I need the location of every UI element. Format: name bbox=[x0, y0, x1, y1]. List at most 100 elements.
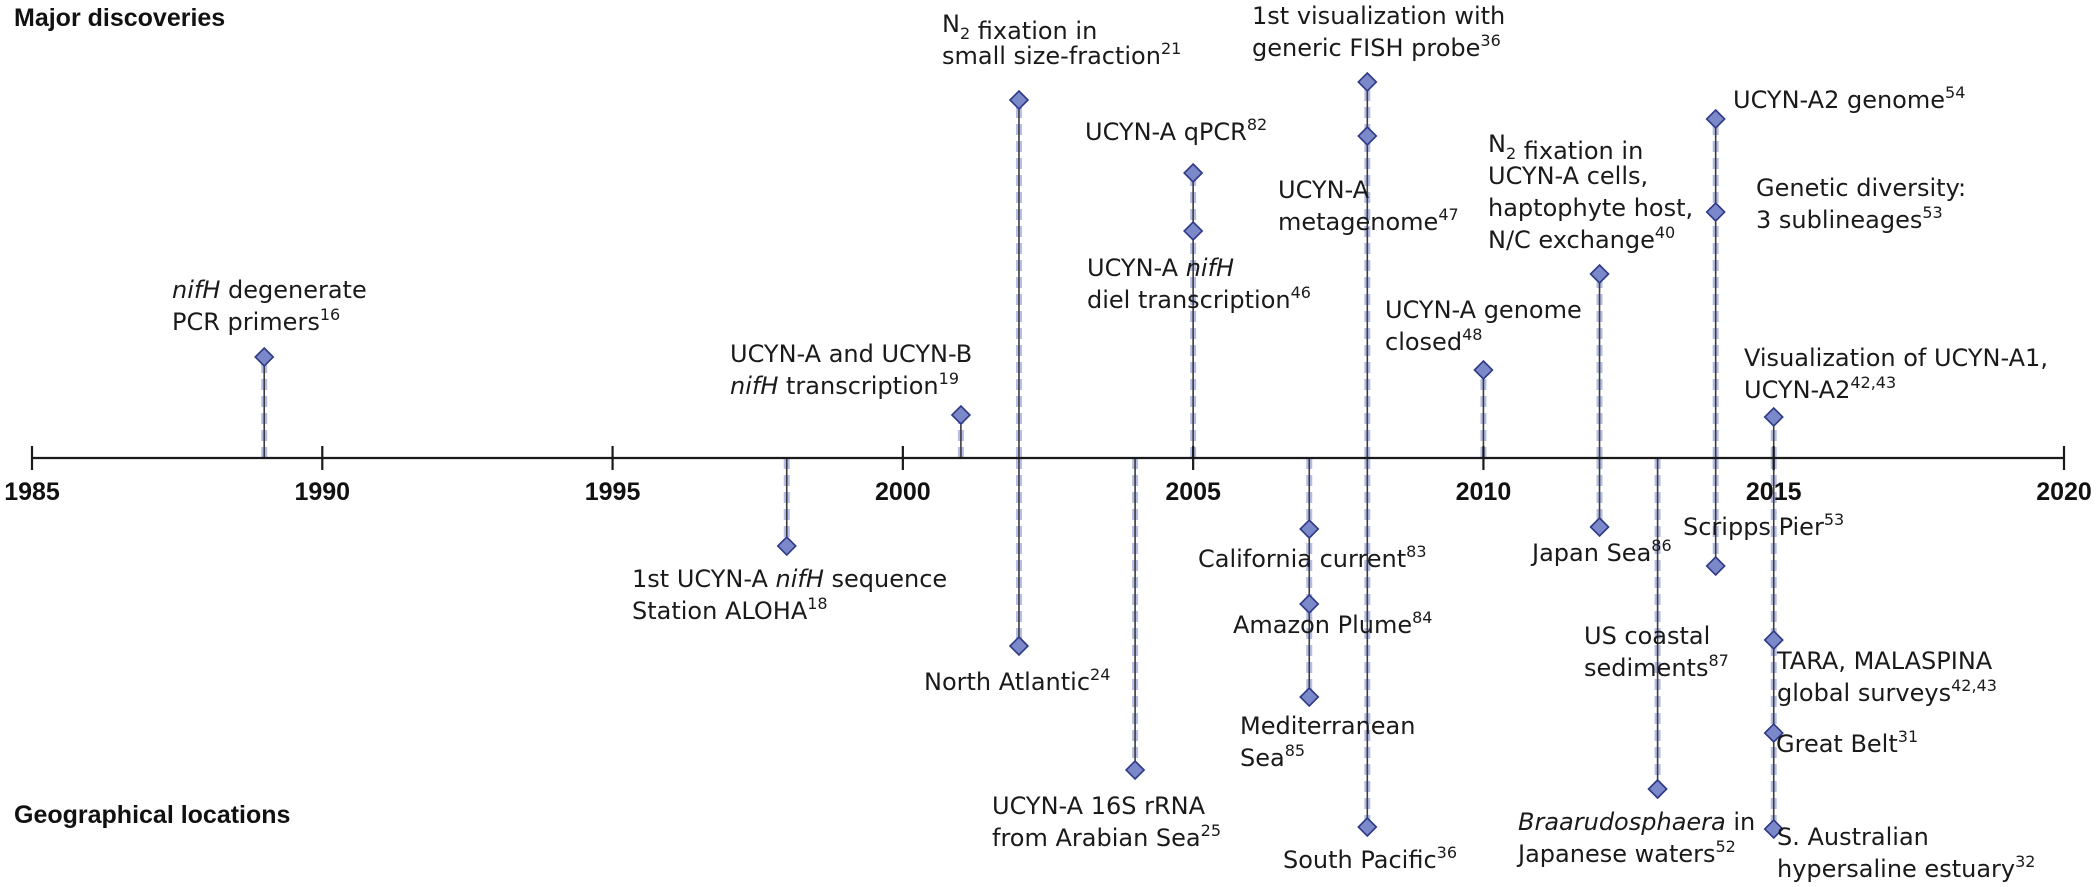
label-text: S. Australian bbox=[1777, 823, 1929, 851]
label-text: N/C exchange bbox=[1488, 226, 1655, 254]
discovery-marker bbox=[1705, 108, 1726, 130]
label-text: PCR primers bbox=[172, 308, 320, 336]
markers-layer bbox=[254, 71, 1784, 840]
location-label: Amazon Plume84 bbox=[1233, 608, 1432, 639]
label-text: degenerate bbox=[220, 276, 366, 304]
location-marker bbox=[1763, 629, 1784, 651]
discovery-marker bbox=[1357, 71, 1378, 93]
discovery-marker bbox=[1183, 162, 1204, 184]
label-text: generic FISH probe bbox=[1252, 34, 1480, 62]
location-marker bbox=[1299, 686, 1320, 708]
location-marker bbox=[1124, 759, 1146, 781]
location-marker bbox=[1299, 518, 1320, 540]
label-text: UCYN-A bbox=[1278, 176, 1370, 204]
label-text: Genetic diversity: bbox=[1756, 174, 1966, 202]
label-text: Japan Sea bbox=[1530, 539, 1651, 567]
axis-tick-label: 2015 bbox=[1746, 478, 1802, 506]
label-text: sediments bbox=[1584, 654, 1708, 682]
section-title-major-discoveries: Major discoveries bbox=[14, 4, 225, 32]
label-text: nifH bbox=[172, 276, 220, 304]
location-label: California current83 bbox=[1198, 542, 1427, 573]
label-text: 1st visualization with bbox=[1252, 2, 1505, 30]
label-text: Amazon Plume bbox=[1233, 611, 1412, 639]
reference-number: 25 bbox=[1201, 821, 1221, 840]
label-text: UCYN-A bbox=[1087, 254, 1186, 282]
label-text: global surveys bbox=[1777, 679, 1951, 707]
reference-number: 47 bbox=[1438, 205, 1458, 224]
reference-number: 36 bbox=[1437, 843, 1457, 862]
axis-tick-label: 1995 bbox=[585, 478, 641, 506]
discovery-marker bbox=[1763, 406, 1784, 428]
label-text: N bbox=[1488, 130, 1506, 158]
reference-number: 87 bbox=[1708, 651, 1728, 670]
label-text: UCYN-A2 bbox=[1744, 376, 1850, 404]
label-text: UCYN-A cells, bbox=[1488, 162, 1648, 190]
label-text: Visualization of UCYN-A1, bbox=[1744, 344, 2048, 372]
location-marker bbox=[1357, 816, 1378, 838]
label-text: N bbox=[942, 10, 960, 38]
label-text: nifH bbox=[776, 565, 824, 593]
location-marker bbox=[1008, 635, 1030, 657]
discovery-label: Visualization of UCYN-A1, UCYN-A242,43 bbox=[1744, 344, 2048, 404]
discovery-marker bbox=[1183, 220, 1204, 242]
reference-number: 40 bbox=[1655, 223, 1675, 242]
label-text: Mediterranean bbox=[1240, 712, 1415, 740]
reference-number: 16 bbox=[320, 305, 340, 324]
label-text: in bbox=[1726, 808, 1756, 836]
label-text: Station ALOHA bbox=[632, 597, 808, 625]
label-text: from Arabian Sea bbox=[992, 824, 1201, 852]
location-marker bbox=[1763, 818, 1784, 840]
reference-number: 86 bbox=[1651, 536, 1671, 555]
axis-tick-label: 2000 bbox=[875, 478, 931, 506]
axis-tick-label: 1990 bbox=[294, 478, 350, 506]
label-text: California current bbox=[1198, 545, 1406, 573]
label-text: Japanese waters bbox=[1516, 840, 1715, 868]
discovery-label: UCYN-A2 genome54 bbox=[1733, 83, 1965, 114]
reference-number: 32 bbox=[2015, 852, 2035, 871]
reference-number: 85 bbox=[1285, 741, 1305, 760]
axis-tick-label: 1985 bbox=[4, 478, 60, 506]
label-text: TARA, MALASPINA bbox=[1776, 647, 1993, 675]
label-text: 1st UCYN-A bbox=[632, 565, 776, 593]
discovery-marker bbox=[1008, 89, 1030, 111]
label-text: fixation in bbox=[970, 17, 1097, 45]
reference-number: 53 bbox=[1824, 510, 1844, 529]
label-text: nifH bbox=[1186, 254, 1234, 282]
reference-number: 19 bbox=[939, 369, 959, 388]
section-title-geographical-locations: Geographical locations bbox=[14, 801, 290, 829]
location-label: Scripps Pier53 bbox=[1683, 510, 1844, 541]
label-text: Braarudosphaera bbox=[1518, 808, 1726, 836]
axis-tick-label: 2010 bbox=[1456, 478, 1512, 506]
label-text: 3 sublineages bbox=[1756, 206, 1922, 234]
label-text: UCYN-A genome bbox=[1385, 296, 1582, 324]
discovery-marker bbox=[1589, 263, 1610, 285]
label-text: UCYN-A and UCYN-B bbox=[730, 340, 972, 368]
location-marker bbox=[1763, 722, 1784, 744]
reference-number: 42,43 bbox=[1951, 676, 1997, 695]
location-label: Japan Sea86 bbox=[1530, 536, 1672, 567]
reference-number: 42,43 bbox=[1850, 373, 1896, 392]
reference-number: 36 bbox=[1480, 31, 1500, 50]
reference-number: 83 bbox=[1406, 542, 1426, 561]
label-text: UCYN-A qPCR bbox=[1085, 118, 1247, 146]
label-text: diel transcription bbox=[1087, 286, 1291, 314]
label-text: haptophyte host, bbox=[1488, 194, 1693, 222]
discovery-marker bbox=[1473, 359, 1494, 381]
label-text: sequence bbox=[824, 565, 947, 593]
label-text: nifH bbox=[730, 372, 778, 400]
label-text: UCYN-A 16S rRNA bbox=[992, 792, 1206, 820]
location-marker bbox=[1647, 778, 1668, 800]
